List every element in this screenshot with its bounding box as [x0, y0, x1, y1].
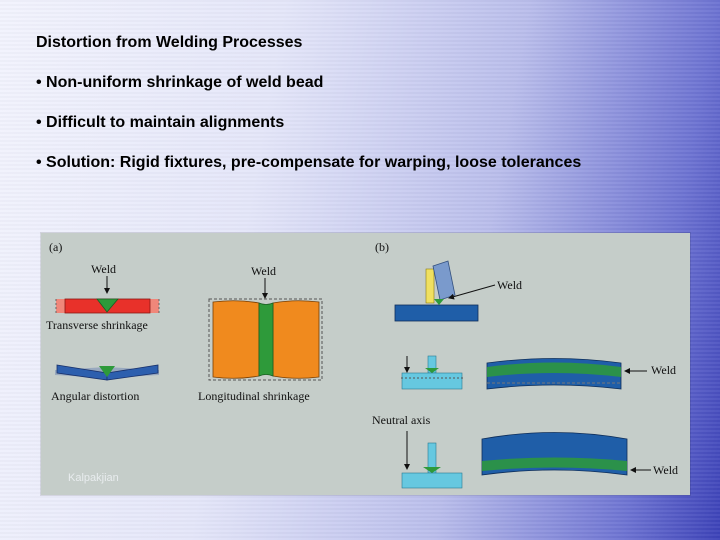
weld-label-upper-beam: Weld	[651, 363, 676, 377]
transverse-shrinkage-plates	[55, 298, 160, 314]
tee-section-lower	[401, 442, 463, 489]
weld-label-lower-beam: Weld	[653, 463, 678, 477]
image-credit: Kalpakjian	[68, 472, 119, 484]
longitudinal-shrinkage-label: Longitudinal shrinkage	[198, 389, 310, 403]
weld-label-transverse: Weld	[91, 262, 116, 276]
angular-distortion-label: Angular distortion	[51, 389, 139, 403]
longitudinal-shrinkage-plates	[208, 298, 323, 381]
tee-section-upper	[401, 355, 464, 390]
bullet-item: • Difficult to maintain alignments	[36, 114, 285, 131]
transverse-shrinkage-label: Transverse shrinkage	[46, 318, 148, 332]
angular-distortion-plates	[55, 364, 159, 381]
beam-upper	[486, 358, 622, 390]
distortion-diagram: (a) Weld Transverse shrinkage Angular di…	[46, 240, 678, 489]
distortion-figure: (a) Weld Transverse shrinkage Angular di…	[41, 233, 690, 495]
bullet-item: • Non-uniform shrinkage of weld bead	[36, 74, 324, 91]
panel-a-label: (a)	[49, 240, 62, 254]
beam-lower	[481, 432, 628, 476]
slide-content: Distortion from Welding Processes • Non-…	[36, 34, 676, 193]
bullet-item: • Solution: Rigid fixtures, pre-compensa…	[36, 154, 582, 171]
weld-pointer-arrow	[448, 284, 496, 300]
slide-title: Distortion from Welding Processes	[36, 34, 303, 51]
tilted-plate-joint	[394, 260, 479, 322]
panel-b-label: (b)	[375, 240, 389, 254]
weld-label-longitudinal: Weld	[251, 264, 276, 278]
weld-label-tilted: Weld	[497, 278, 522, 292]
neutral-axis-label: Neutral axis	[372, 413, 431, 427]
